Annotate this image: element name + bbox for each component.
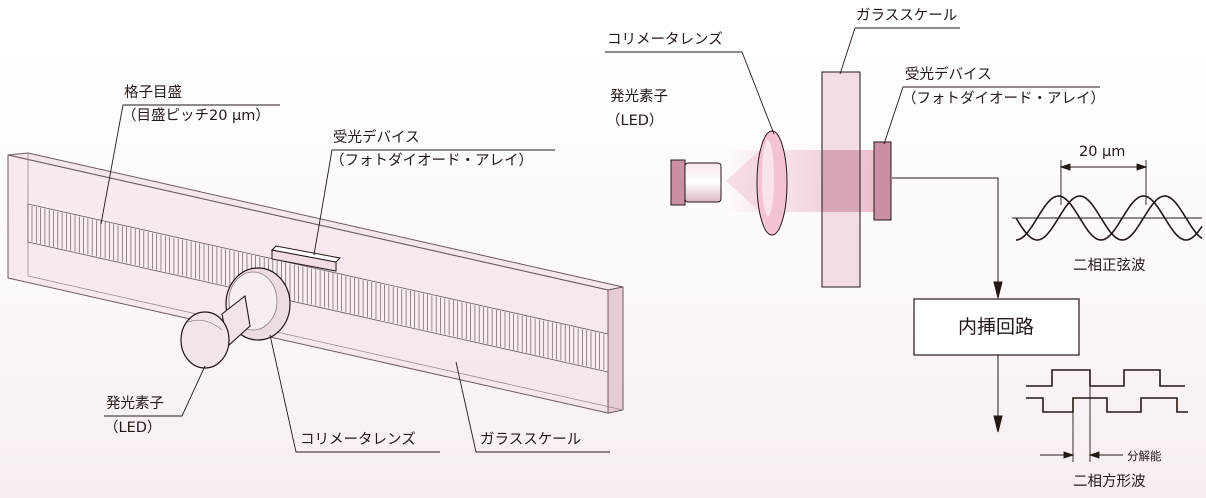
label-emitter-left-sub: （LED） bbox=[104, 420, 162, 436]
label-interpolator: 内挿回路 bbox=[958, 316, 1035, 338]
label-grating: 格子目盛 bbox=[124, 85, 182, 101]
photodiode-right bbox=[873, 141, 892, 221]
label-emitter-right: 発光素子 bbox=[610, 89, 668, 105]
label-collimator-right: コリメータレンズ bbox=[607, 32, 723, 48]
label-scale-right: ガラススケール bbox=[856, 8, 958, 24]
grating-band bbox=[27, 203, 609, 373]
glass-scale-3d bbox=[7, 152, 624, 414]
pitch-dimension bbox=[1059, 160, 1148, 205]
leaders-left bbox=[100, 104, 610, 453]
interpolator-box bbox=[913, 298, 1080, 356]
label-receiver-left-sub: （フォトダイオード・アレイ） bbox=[330, 153, 533, 169]
led-right bbox=[670, 159, 722, 206]
label-grating-sub: （目盛ピッチ20 µm） bbox=[122, 108, 270, 124]
glass-scale-right bbox=[821, 71, 861, 288]
leader-grating bbox=[100, 104, 280, 225]
leader-collimator-left bbox=[269, 334, 440, 453]
sine-wave-icon bbox=[1012, 195, 1203, 241]
label-emitter-left: 発光素子 bbox=[106, 396, 164, 412]
scale-back-bottom-edge bbox=[27, 275, 624, 411]
square-wave-icon bbox=[1026, 369, 1188, 413]
leader-receiver-left bbox=[313, 149, 555, 256]
photodiode-left bbox=[270, 245, 342, 272]
resolution-marker bbox=[1040, 386, 1123, 462]
leader-collimator-right bbox=[605, 51, 775, 135]
collimator-lens-right bbox=[756, 130, 788, 236]
label-emitter-right-sub: （LED） bbox=[606, 113, 664, 129]
label-receiver-right: 受光デバイス bbox=[905, 67, 992, 83]
leader-receiver-right bbox=[883, 86, 1100, 145]
label-scale-left: ガラススケール bbox=[480, 432, 582, 448]
label-square-caption: 二相方形波 bbox=[1073, 474, 1146, 490]
signal-path bbox=[892, 177, 1003, 433]
led-left bbox=[180, 294, 251, 369]
leader-scale-right bbox=[839, 27, 960, 75]
leader-scale-left bbox=[455, 361, 610, 453]
leaders-right bbox=[605, 27, 1100, 145]
label-sine-caption: 二相正弦波 bbox=[1073, 258, 1146, 274]
beam-tip bbox=[726, 150, 760, 212]
label-receiver-right-sub: （フォトダイオード・アレイ） bbox=[902, 91, 1105, 107]
label-collimator-left: コリメータレンズ bbox=[300, 432, 416, 448]
label-pitch: 20 µm bbox=[1079, 144, 1126, 160]
label-receiver-left: 受光デバイス bbox=[333, 130, 420, 146]
leader-emitter-left bbox=[104, 365, 206, 417]
grating-ticks bbox=[31, 205, 605, 371]
scale-end-face bbox=[607, 286, 624, 414]
label-resolution: 分解能 bbox=[1127, 449, 1162, 463]
